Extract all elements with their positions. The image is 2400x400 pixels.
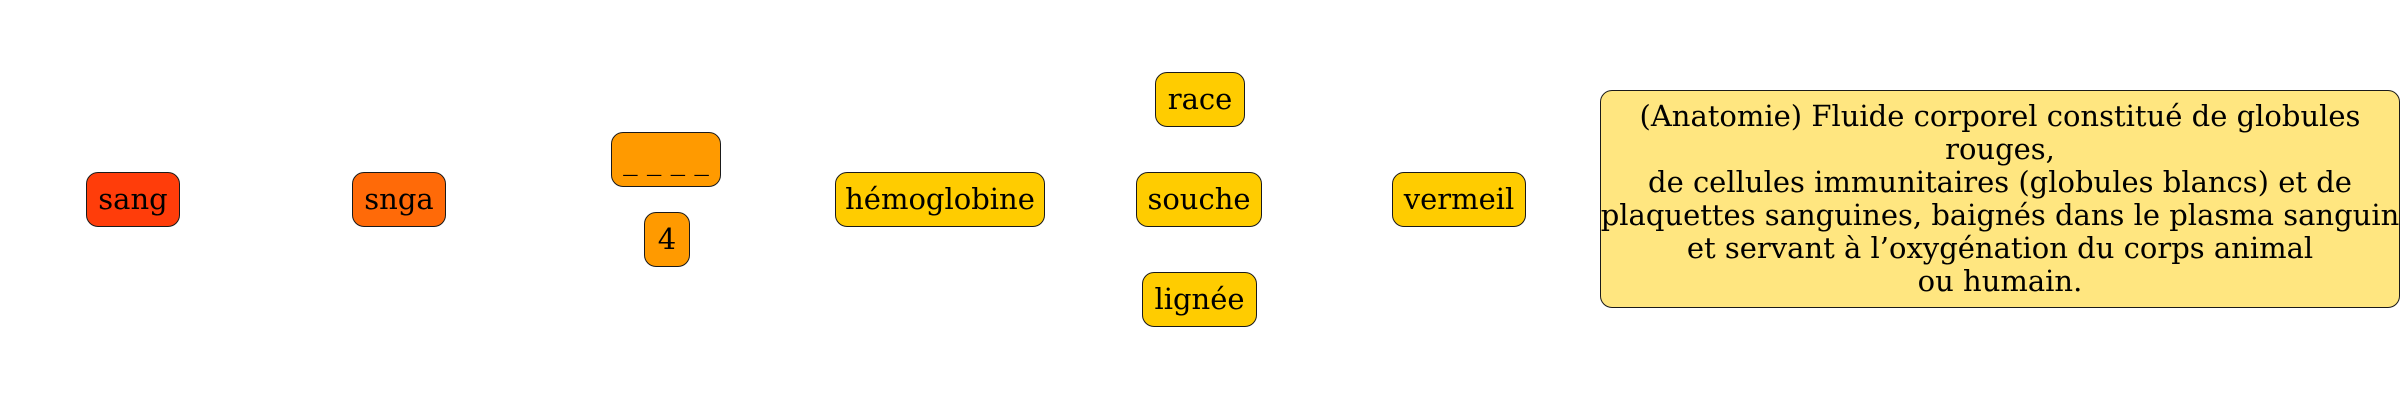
- anagram-label: snga: [364, 182, 434, 216]
- definition-box: (Anatomie) Fluide corporel constitué de …: [1600, 90, 2400, 308]
- word-label: sang: [98, 182, 168, 216]
- adjective-node: vermeil: [1392, 172, 1526, 227]
- pattern-node: _ _ _ _: [611, 132, 721, 187]
- synonym-node-race: race: [1155, 72, 1245, 127]
- synonym-label: race: [1167, 82, 1233, 116]
- related-word-label: hémoglobine: [845, 182, 1035, 216]
- definition-line: ou humain.: [1917, 264, 2083, 298]
- definition-line: rouges,: [1945, 132, 2055, 166]
- synonym-label: lignée: [1154, 282, 1245, 316]
- adjective-label: vermeil: [1403, 182, 1515, 216]
- synonym-node-souche: souche: [1136, 172, 1262, 227]
- synonym-node-lignee: lignée: [1142, 272, 1257, 327]
- definition-line: plaquettes sanguines, baignés dans le pl…: [1600, 198, 2400, 232]
- related-word-node: hémoglobine: [835, 172, 1045, 227]
- anagram-node: snga: [352, 172, 446, 227]
- word-node: sang: [86, 172, 180, 227]
- pattern-label: _ _ _ _: [623, 142, 709, 176]
- letter-count-label: 4: [657, 222, 677, 256]
- synonym-label: souche: [1147, 182, 1251, 216]
- definition-line: de cellules immunitaires (globules blanc…: [1648, 165, 2352, 199]
- definition-line: (Anatomie) Fluide corporel constitué de …: [1639, 99, 2361, 133]
- letter-count-node: 4: [644, 212, 690, 267]
- definition-line: et servant à l’oxygénation du corps anim…: [1686, 231, 2314, 265]
